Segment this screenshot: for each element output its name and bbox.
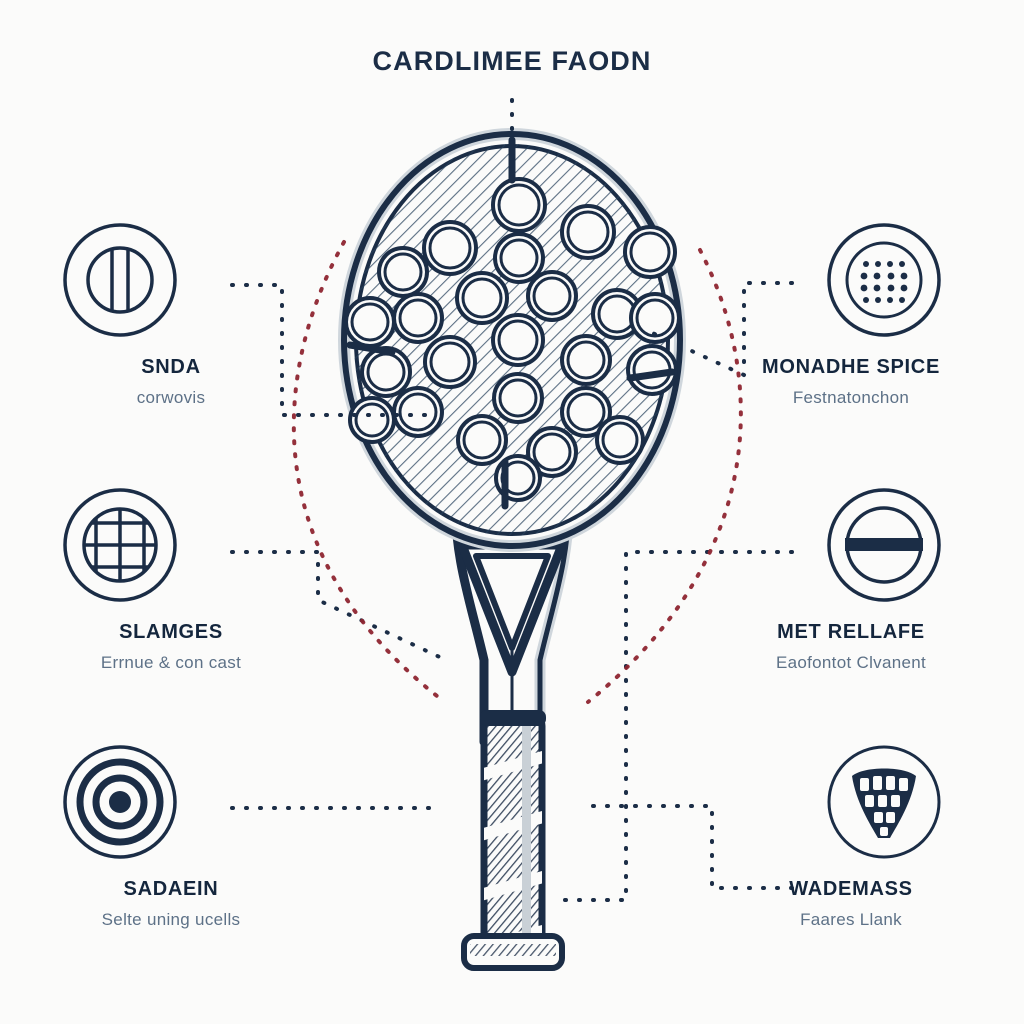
feature-subtitle: Errnue & con cast [100,653,242,672]
feature-block-monadhe-spice[interactable]: MONADHE SPICE Festnatonchon [710,220,1000,408]
page-title: CARDLIMEE FAODN [372,46,652,76]
bullseye-target-icon [60,742,180,862]
accent-arc-right [586,248,743,704]
bar-circle-icon [824,485,944,605]
feature-subtitle: Faares Llank [800,910,902,929]
racket-head-icon [824,742,944,862]
feature-block-sadaein[interactable]: SADAEIN Selte uning ucells [24,742,314,930]
leader-0 [230,283,432,417]
grid-mesh-icon [60,485,180,605]
feature-subtitle: Eaofontot Clvanent [776,653,926,672]
dot-matrix-icon [824,220,944,340]
split-circle-icon [60,220,180,340]
accent-arc-left [291,240,444,702]
feature-title: MONADHE SPICE [761,356,940,378]
feature-block-snda[interactable]: SNDA corwovis [24,220,314,408]
feature-title: SLAMGES [119,621,223,643]
feature-subtitle: Selte uning ucells [101,910,241,929]
face-perforations [344,177,681,502]
feature-title: WADEMASS [789,878,913,900]
feature-title: SNDA [141,356,201,378]
racket-throat [450,492,575,748]
feature-title: MET RELLAFE [777,621,925,643]
feature-subtitle: Festnatonchon [792,388,910,407]
racket-grip [461,710,565,971]
leader-5 [584,804,794,890]
feature-block-met-rellafe[interactable]: MET RELLAFE Eaofontot Clvanent [710,485,1000,673]
feature-block-wademass[interactable]: WADEMASS Faares Llank [710,742,1000,930]
feature-subtitle: corwovis [136,388,206,407]
feature-title: SADAEIN [123,878,219,900]
feature-block-slamges[interactable]: SLAMGES Errnue & con cast [24,485,314,673]
leader-1 [230,550,448,662]
